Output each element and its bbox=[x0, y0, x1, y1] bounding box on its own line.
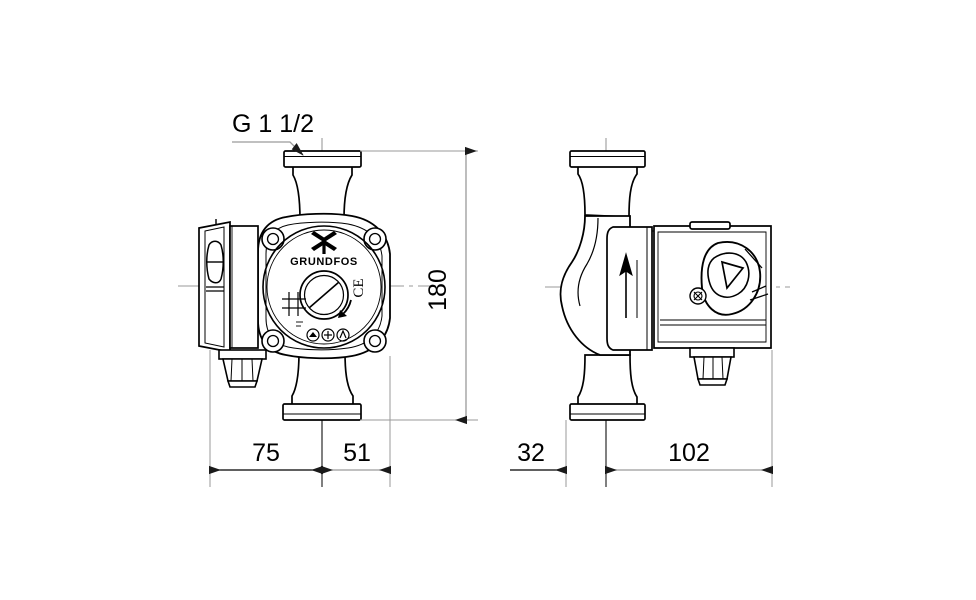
thread-size-callout: G 1 1/2 bbox=[232, 110, 314, 156]
dim51-value: 51 bbox=[343, 439, 371, 467]
callout-leader-line bbox=[232, 141, 304, 156]
side-gland-nut bbox=[696, 378, 729, 386]
dim180-value: 180 bbox=[424, 269, 452, 311]
gland-collar bbox=[218, 349, 267, 360]
side-cable-gland bbox=[689, 347, 735, 386]
symbol-3 bbox=[336, 328, 350, 342]
grundfos-logo-mark bbox=[311, 231, 337, 254]
dim102-value: 102 bbox=[668, 439, 710, 467]
front-top-neck bbox=[292, 163, 353, 221]
front-cable-gland bbox=[218, 349, 267, 388]
side-bottom-neck bbox=[577, 354, 638, 407]
side-top-flange bbox=[569, 150, 646, 168]
symbol-2 bbox=[321, 328, 335, 342]
side-speed-knob[interactable] bbox=[700, 241, 769, 316]
side-motor-can bbox=[606, 226, 656, 351]
flow-direction-arrow bbox=[619, 252, 638, 318]
front-bottom-neck bbox=[291, 351, 354, 407]
terminal-knob-edge bbox=[206, 240, 224, 292]
dimension-front-widths: 75 51 bbox=[209, 350, 391, 487]
svg-text:CE: CE bbox=[351, 278, 367, 297]
motor-face-inner-circle bbox=[266, 229, 382, 345]
side-view bbox=[545, 138, 790, 440]
speed-selector-dial[interactable] bbox=[299, 270, 352, 320]
side-top-connection bbox=[569, 150, 646, 218]
dim75-value: 75 bbox=[252, 439, 280, 467]
side-bottom-connection bbox=[569, 354, 646, 421]
side-top-neck bbox=[577, 163, 638, 218]
front-bottom-flange bbox=[282, 403, 362, 421]
grundfos-logo: GRUNDFOS bbox=[290, 231, 358, 268]
dimension-height-180: 180 bbox=[360, 146, 478, 425]
motor-face-symbols bbox=[306, 328, 350, 342]
motor-face-outer-circle bbox=[262, 225, 386, 349]
speed-selector-rotation-arrow bbox=[338, 310, 347, 318]
front-housing-bolts bbox=[261, 227, 387, 353]
terminal-box-screw bbox=[689, 287, 707, 305]
dimension-side-widths: 32 102 bbox=[510, 350, 773, 487]
terminal-box-top-tab bbox=[689, 221, 731, 230]
side-gland-collar bbox=[689, 347, 735, 358]
front-top-flange bbox=[283, 150, 362, 168]
ce-mark: CE bbox=[351, 278, 367, 297]
callout-thread-label: G 1 1/2 bbox=[232, 110, 314, 138]
terminal-box-body bbox=[229, 225, 259, 349]
dim32-value: 32 bbox=[517, 439, 545, 467]
front-bottom-connection bbox=[282, 351, 362, 421]
gland-nut bbox=[226, 380, 259, 388]
front-terminal-box bbox=[198, 219, 259, 354]
grundfos-wordmark: GRUNDFOS bbox=[290, 256, 358, 268]
side-volute-inner-line bbox=[577, 217, 599, 307]
side-stator-housing bbox=[606, 226, 653, 351]
symbol-1 bbox=[306, 328, 320, 342]
side-bottom-flange bbox=[569, 403, 646, 421]
speed-selector-pointer bbox=[308, 281, 340, 309]
motor-face-label-lines bbox=[282, 292, 306, 327]
front-motor-face bbox=[262, 225, 386, 349]
speed-knob-triangle bbox=[720, 260, 745, 290]
